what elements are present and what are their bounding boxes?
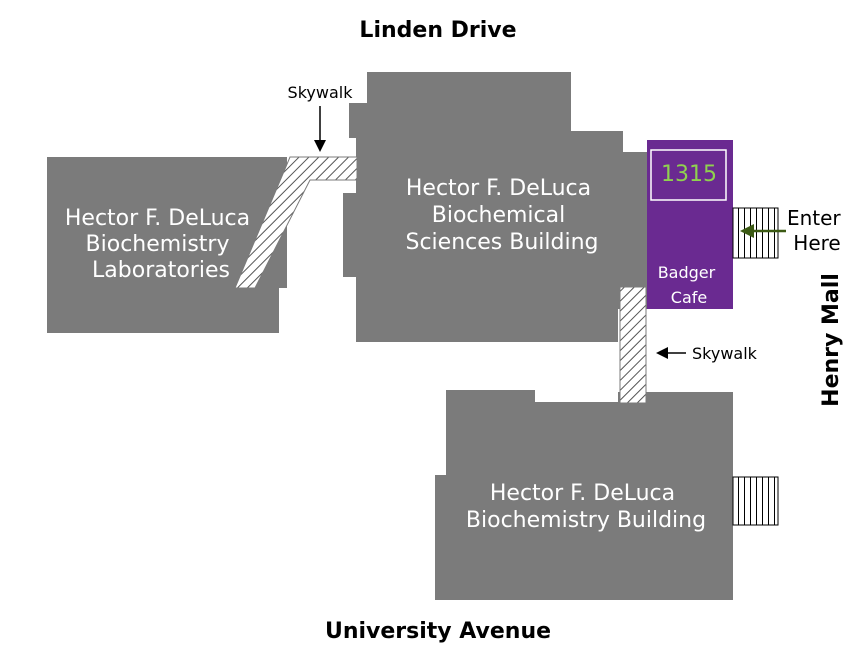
badger-cafe-label: Badger Cafe [658,263,721,307]
biochem-label-line-2: Biochemistry Building [466,508,706,533]
south-skywalk-label: Skywalk [692,344,758,363]
south-building-stairs [732,476,779,526]
biochem-label-line-1: Hector F. DeLuca [490,481,675,506]
sciences-label-line-2: Biochemical [432,203,565,228]
enter-here-line-1: Enter [787,206,841,230]
enter-here-line-2: Here [793,231,840,255]
enter-arrow-icon [740,224,786,238]
badger-cafe-area[interactable] [647,140,733,309]
room-1315-label: 1315 [661,162,717,187]
biochemical-sciences-building[interactable] [343,72,647,342]
west-skywalk [234,156,358,289]
biochemistry-building-label: Hector F. DeLuca Biochemistry Building [466,481,706,533]
down-arrow-icon [314,106,326,152]
labs-label-line-3: Laboratories [92,258,230,283]
south-skywalk [619,286,647,404]
biochemistry-laboratories-building[interactable] [47,157,287,333]
biochemistry-building[interactable] [435,390,733,600]
sciences-label-line-3: Sciences Building [406,230,599,255]
enter-here-label: Enter Here [787,206,847,255]
east-entrance-stairs [732,207,779,259]
labs-label-line-1: Hector F. DeLuca [65,206,250,231]
linden-drive-label: Linden Drive [359,18,516,43]
badger-cafe-line-2: Cafe [671,288,707,307]
left-arrow-icon [656,347,686,359]
west-skywalk-label: Skywalk [288,83,354,102]
labs-label-line-2: Biochemistry [86,232,230,257]
biochemical-sciences-label: Hector F. DeLuca Biochemical Sciences Bu… [406,176,599,255]
badger-cafe-line-1: Badger [658,263,716,282]
room-1315-box [650,149,727,201]
biochemistry-laboratories-label: Hector F. DeLuca Biochemistry Laboratori… [65,206,257,283]
sciences-label-line-1: Hector F. DeLuca [406,176,591,201]
university-avenue-label: University Avenue [325,619,551,644]
henry-mall-label: Henry Mall [819,273,844,407]
